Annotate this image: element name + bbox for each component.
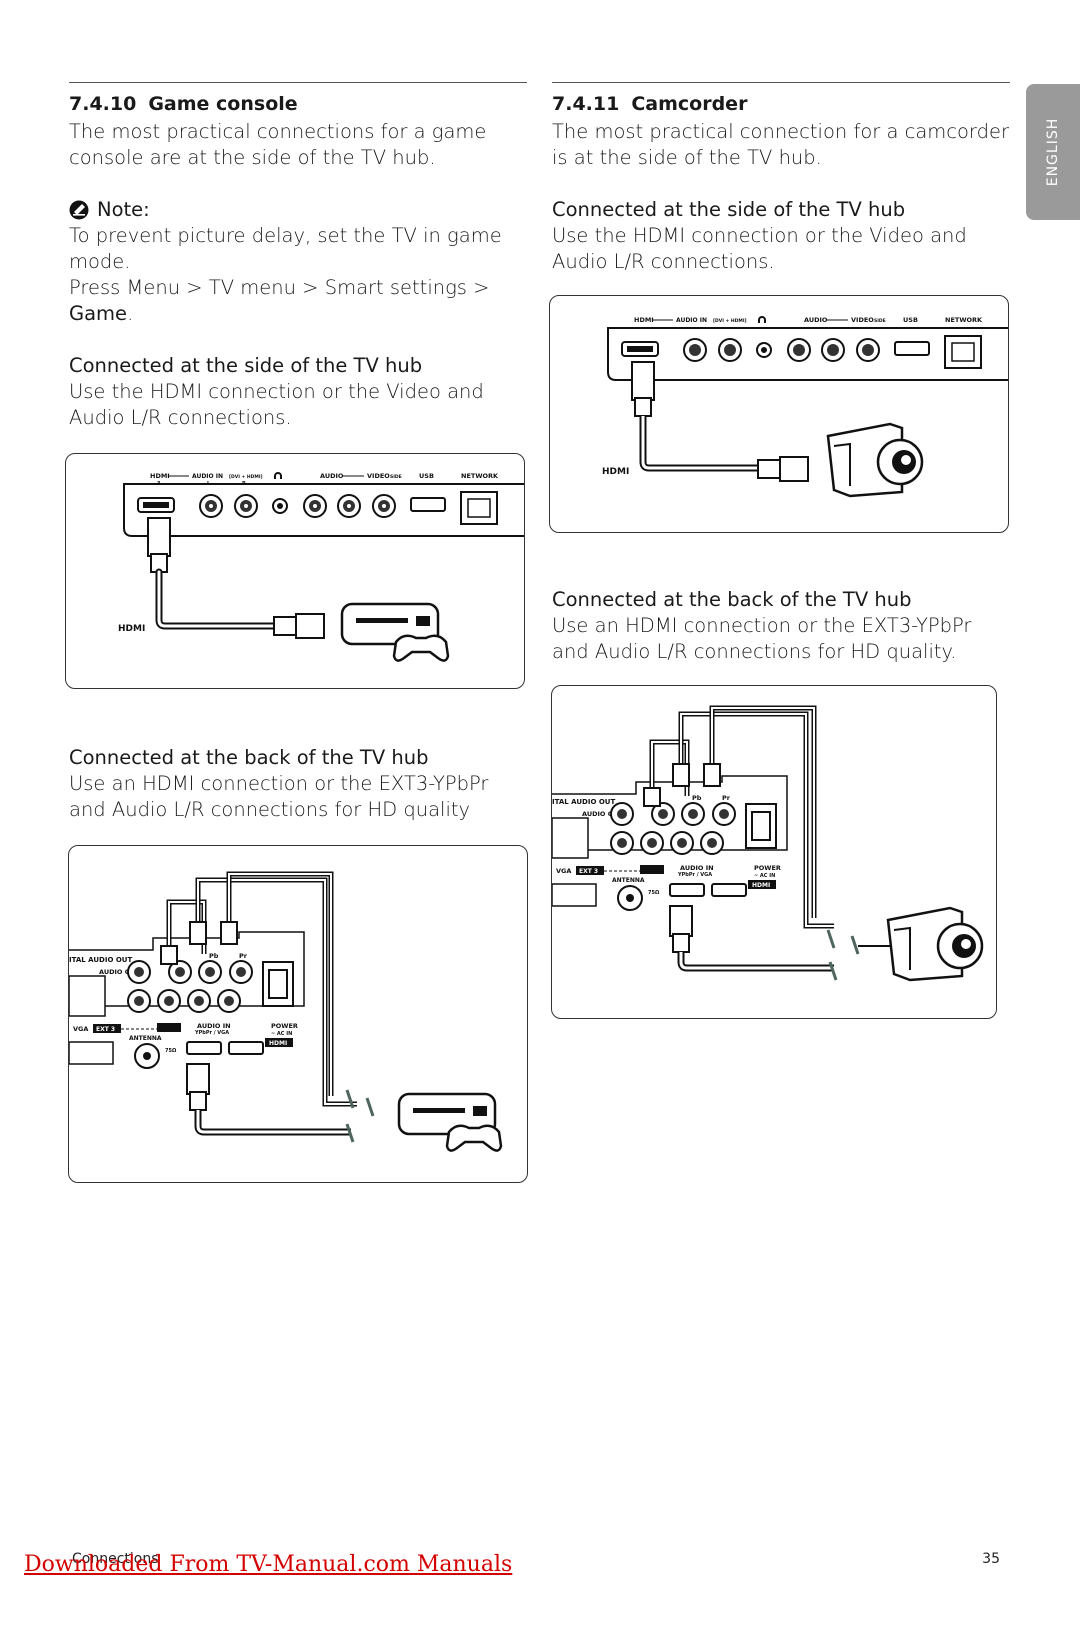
section-number-right: 7.4.11 (552, 93, 620, 115)
label-digital-audio-out: ITAL AUDIO OUT (69, 956, 132, 964)
label-ohm: 75Ω (165, 1048, 177, 1054)
label-ac-in-r: ~ AC IN (754, 873, 775, 879)
section-rule-right (552, 82, 1010, 83)
game-console-back-diagram: ITAL AUDIO OUT AUDIO OUT Pb Pr AUDIO IN … (68, 845, 528, 1183)
cable-hdmi-label-r: HDMI (602, 467, 629, 477)
label-dvi-hdmi-r: [DVI + HDMI] (713, 318, 747, 324)
label-usb-r: USB (903, 316, 918, 324)
component-jacks (127, 960, 253, 1013)
camcorder-section: 7.4.11 Camcorder The most practical conne… (549, 82, 1010, 1019)
hdmi-2-port (228, 1041, 264, 1055)
label-antenna: ANTENNA (129, 1035, 162, 1042)
language-tab-label: ENGLISH (1045, 117, 1061, 187)
note-text-2-game: Game (69, 302, 128, 325)
side-heading: Connected at the side of the TV hub (69, 354, 423, 377)
side-text: Use the HDMI connection or the Video and… (69, 380, 484, 429)
section-rule (69, 82, 527, 83)
label-ypbpr-vga-r: YPbPr / VGA (677, 872, 712, 878)
label-hdmi: HDMI (150, 472, 170, 480)
page-number: 35 (982, 1551, 1000, 1567)
label-audio-out-r: AUDIO OUT (582, 810, 624, 818)
label-audio-out: AUDIO OUT (99, 968, 141, 976)
intro-text: The most practical connections for a gam… (69, 120, 487, 169)
game-console-icon-back (397, 1092, 503, 1152)
label-network: NETWORK (461, 472, 499, 480)
label-dvi-hdmi: [DVI + HDMI] (229, 474, 263, 480)
section-title-right: Camcorder (631, 93, 748, 115)
label-audio-in-r: AUDIO IN (676, 317, 707, 324)
section-title: Game console (148, 93, 298, 115)
back-heading-right: Connected at the back of the TV hub (552, 588, 912, 611)
language-tab: ENGLISH (1026, 84, 1080, 220)
note-icon (69, 200, 89, 220)
label-antenna-r: ANTENNA (612, 877, 645, 884)
label-l: L (207, 481, 211, 487)
label-digital-audio-out-r: ITAL AUDIO OUT (552, 798, 615, 806)
label-ac-in: ~ AC IN (271, 1031, 292, 1037)
section-heading: 7.4.10 Game console (69, 91, 527, 117)
game-console-section: 7.4.10 Game console The most practical co… (65, 82, 528, 1183)
label-audio: AUDIO (320, 472, 344, 480)
note-text-2: Press Menu > TV menu > Smart settings > … (69, 275, 527, 327)
game-console-icon (340, 602, 450, 662)
label-pb-r: Pb (692, 794, 702, 802)
camcorder-back-diagram: ITAL AUDIO OUT AUDIO OUT Pb Pr AUDIO IN … (551, 685, 997, 1019)
label-pr: Pr (239, 952, 248, 960)
label-audio-in-back-r: AUDIO IN (680, 864, 714, 872)
label-ext3-r: EXT 3 (579, 868, 598, 875)
label-side-r: SIDE (874, 318, 886, 324)
usb-port (410, 497, 446, 512)
intro-text-right: The most practical connection for a camc… (552, 120, 1009, 169)
camcorder-icon (826, 422, 924, 498)
label-r: R (242, 481, 246, 487)
label-hdmi-r: HDMI (634, 316, 654, 324)
section-number: 7.4.10 (69, 93, 137, 115)
label-ypbpr-vga: YPbPr / VGA (194, 1030, 229, 1036)
side-heading-right: Connected at the side of the TV hub (552, 198, 906, 221)
label-side: SIDE (390, 474, 402, 480)
back-text: Use an HDMI connection or the EXT3-YPbPr… (69, 772, 489, 821)
label-ext3: EXT 3 (96, 1026, 115, 1033)
camcorder-side-diagram: HDMI AUDIO IN [DVI + HDMI] AUDIO VIDEO S… (549, 295, 1009, 533)
label-vga: VGA (73, 1025, 88, 1033)
label-pr-r: Pr (722, 794, 731, 802)
label-audio-r: AUDIO (804, 316, 828, 324)
side-diagram-svg: HDMI AUDIO IN [DVI + HDMI] AUDIO VIDEO S… (118, 472, 524, 662)
note-heading: Note: (69, 197, 527, 223)
label-hdmi-num: 3 (157, 481, 161, 487)
section-heading-right: 7.4.11 Camcorder (552, 91, 1010, 117)
label-vga-r: VGA (556, 867, 571, 875)
note-label: Note: (97, 198, 150, 221)
label-ohm-r: 75Ω (648, 890, 660, 896)
label-hdmi-back-r: HDMI (752, 882, 770, 889)
watermark-link[interactable]: Downloaded From TV-Manual.com Manuals (24, 1552, 513, 1577)
hdmi-1-port (186, 1041, 222, 1055)
footer-section: Connections (72, 1551, 159, 1567)
headphone-icon-r (758, 316, 766, 323)
label-hdmi-back: HDMI (269, 1040, 287, 1047)
audio-jacks (199, 494, 396, 518)
camcorder-back-svg: ITAL AUDIO OUT AUDIO OUT Pb Pr AUDIO IN … (552, 705, 984, 982)
note-text-2-suffix: . (127, 302, 134, 325)
label-audio-in: AUDIO IN (192, 473, 223, 480)
label-video: VIDEO (367, 472, 390, 480)
label-audio-in-back: AUDIO IN (197, 1022, 231, 1030)
headphone-icon (274, 472, 282, 479)
game-console-side-diagram: HDMI AUDIO IN [DVI + HDMI] AUDIO VIDEO S… (65, 453, 525, 689)
label-power: POWER (271, 1022, 298, 1030)
back-diagram-svg: ITAL AUDIO OUT AUDIO OUT Pb Pr AUDIO IN … (69, 871, 503, 1152)
label-pb: Pb (209, 952, 219, 960)
label-usb: USB (419, 472, 434, 480)
note-text-1: To prevent picture delay, set the TV in … (69, 224, 502, 273)
label-video-r: VIDEO (851, 316, 874, 324)
camcorder-icon-back (886, 906, 984, 982)
side-text-right: Use the HDMI connection or the Video and… (552, 224, 967, 273)
camcorder-side-svg: HDMI AUDIO IN [DVI + HDMI] AUDIO VIDEO S… (602, 316, 1008, 498)
label-network-r: NETWORK (945, 316, 983, 324)
back-text-right: Use an HDMI connection or the EXT3-YPbPr… (552, 614, 972, 663)
label-power-r: POWER (754, 864, 781, 872)
note-text-2-prefix: Press Menu > TV menu > Smart settings > (69, 276, 490, 299)
cable-hdmi-label: HDMI (118, 624, 145, 634)
back-heading: Connected at the back of the TV hub (69, 746, 429, 769)
